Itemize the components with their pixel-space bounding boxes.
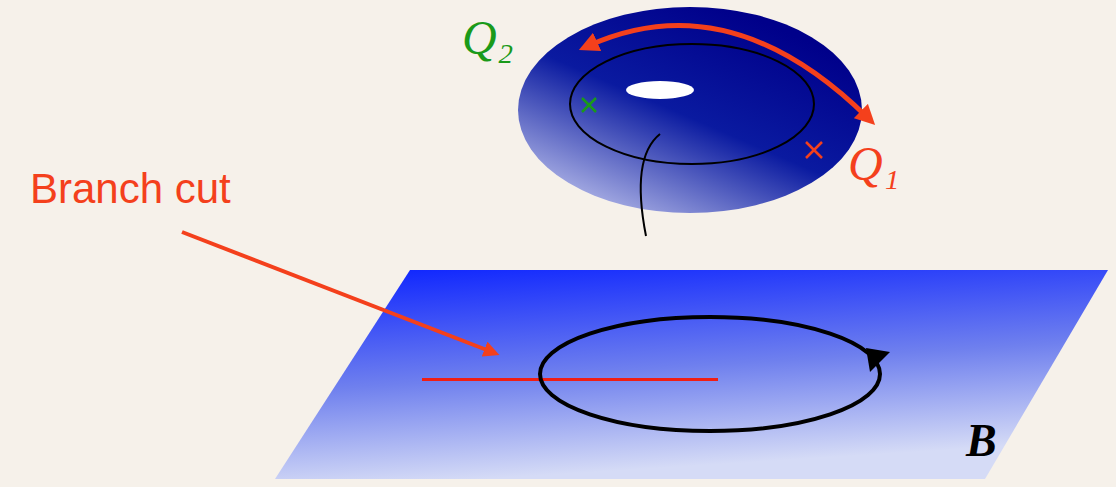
charge-label: Q₂ [462, 14, 513, 62]
base-label: B [966, 418, 997, 464]
torus [518, 7, 862, 213]
torus-cycle [570, 44, 814, 164]
exchange-arrow [588, 26, 868, 118]
torus-meridian [641, 134, 660, 236]
monodromy-loop [540, 317, 880, 431]
torus-hole [626, 81, 694, 99]
branch-cut [422, 379, 718, 380]
callout-label: Branch cut [30, 168, 231, 210]
leader-arrow [182, 232, 492, 352]
base-plane [275, 270, 1108, 479]
branch-cut-line [422, 378, 718, 381]
q2-mark [582, 98, 596, 112]
charge-label: Q₁ [848, 140, 899, 188]
q1-mark [806, 142, 822, 158]
loop-arrowhead [866, 348, 890, 372]
